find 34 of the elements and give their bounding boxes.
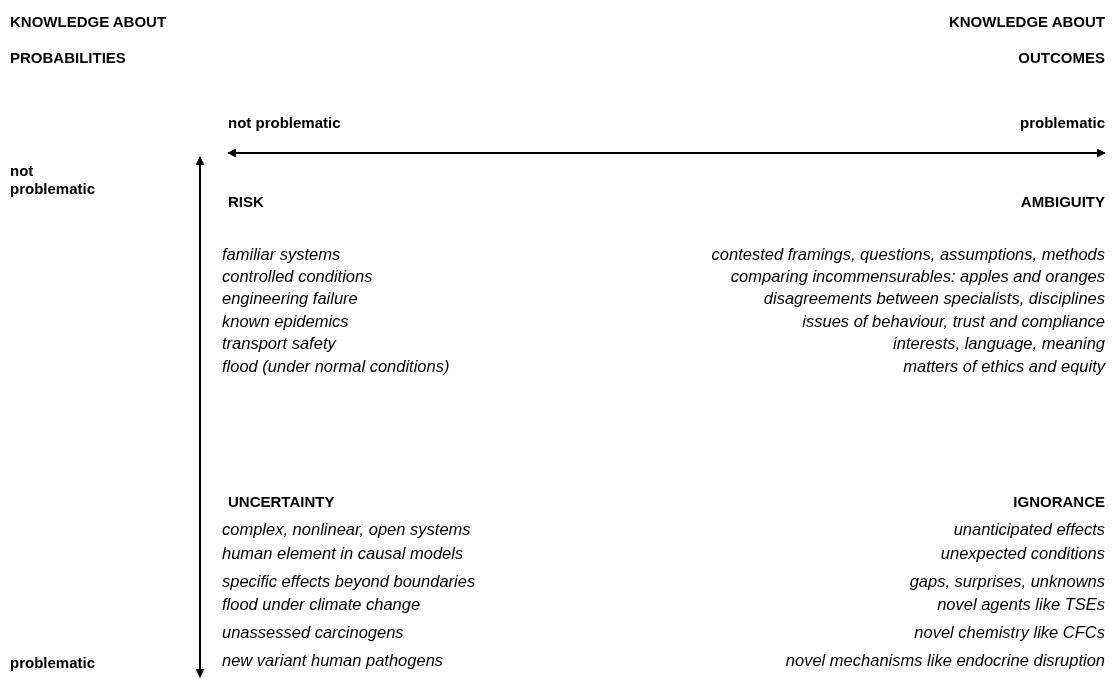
heading: problematic	[1019, 113, 1105, 133]
heading: IGNORANCE	[1013, 492, 1105, 512]
list-item: engineering failure	[222, 288, 358, 308]
list-item: familiar systems	[222, 244, 341, 264]
list-item: disagreements between specialists, disciplines	[763, 288, 1105, 308]
heading: AMBIGUITY	[1020, 192, 1105, 212]
list-item: flood (under normal conditions)	[222, 356, 450, 376]
list-item: known epidemics	[222, 311, 349, 331]
list-item: interests, language, meaning	[893, 333, 1105, 353]
list-item: controlled conditions	[222, 266, 373, 286]
list-item: human element in causal models	[222, 543, 464, 563]
list-item: unanticipated effects	[953, 519, 1105, 539]
list-item: comparing incommensurables: apples and oranges	[730, 266, 1105, 286]
list-item: novel agents like TSEs	[937, 594, 1105, 614]
list-item: specific effects beyond boundaries	[222, 571, 476, 591]
list-item: gaps, surprises, unknowns	[909, 571, 1105, 591]
axis-label: not problematic	[10, 162, 95, 198]
axis-label: problematic	[10, 654, 96, 672]
heading: UNCERTAINTY	[228, 492, 335, 512]
axis-title: KNOWLEDGE ABOUT PROBABILITIES	[10, 12, 168, 68]
list-item: flood under climate change	[222, 594, 421, 614]
list-item: transport safety	[222, 333, 336, 353]
list-item: complex, nonlinear, open systems	[222, 519, 471, 539]
list-item: unassessed carcinogens	[222, 622, 404, 642]
list-item: novel chemistry like CFCs	[914, 622, 1105, 642]
list-item: new variant human pathogens	[222, 650, 444, 670]
list-item: issues of behaviour, trust and compliance	[802, 311, 1105, 331]
list-item: unexpected conditions	[940, 543, 1105, 563]
list-item: contested framings, questions, assumptions, methods	[711, 244, 1105, 264]
axis-title: KNOWLEDGE ABOUT OUTCOMES	[947, 12, 1105, 68]
heading: not problematic	[228, 113, 341, 133]
list-item: novel mechanisms like endocrine disruption	[785, 650, 1105, 670]
list-item: matters of ethics and equity	[903, 356, 1105, 376]
heading: RISK	[228, 192, 264, 212]
